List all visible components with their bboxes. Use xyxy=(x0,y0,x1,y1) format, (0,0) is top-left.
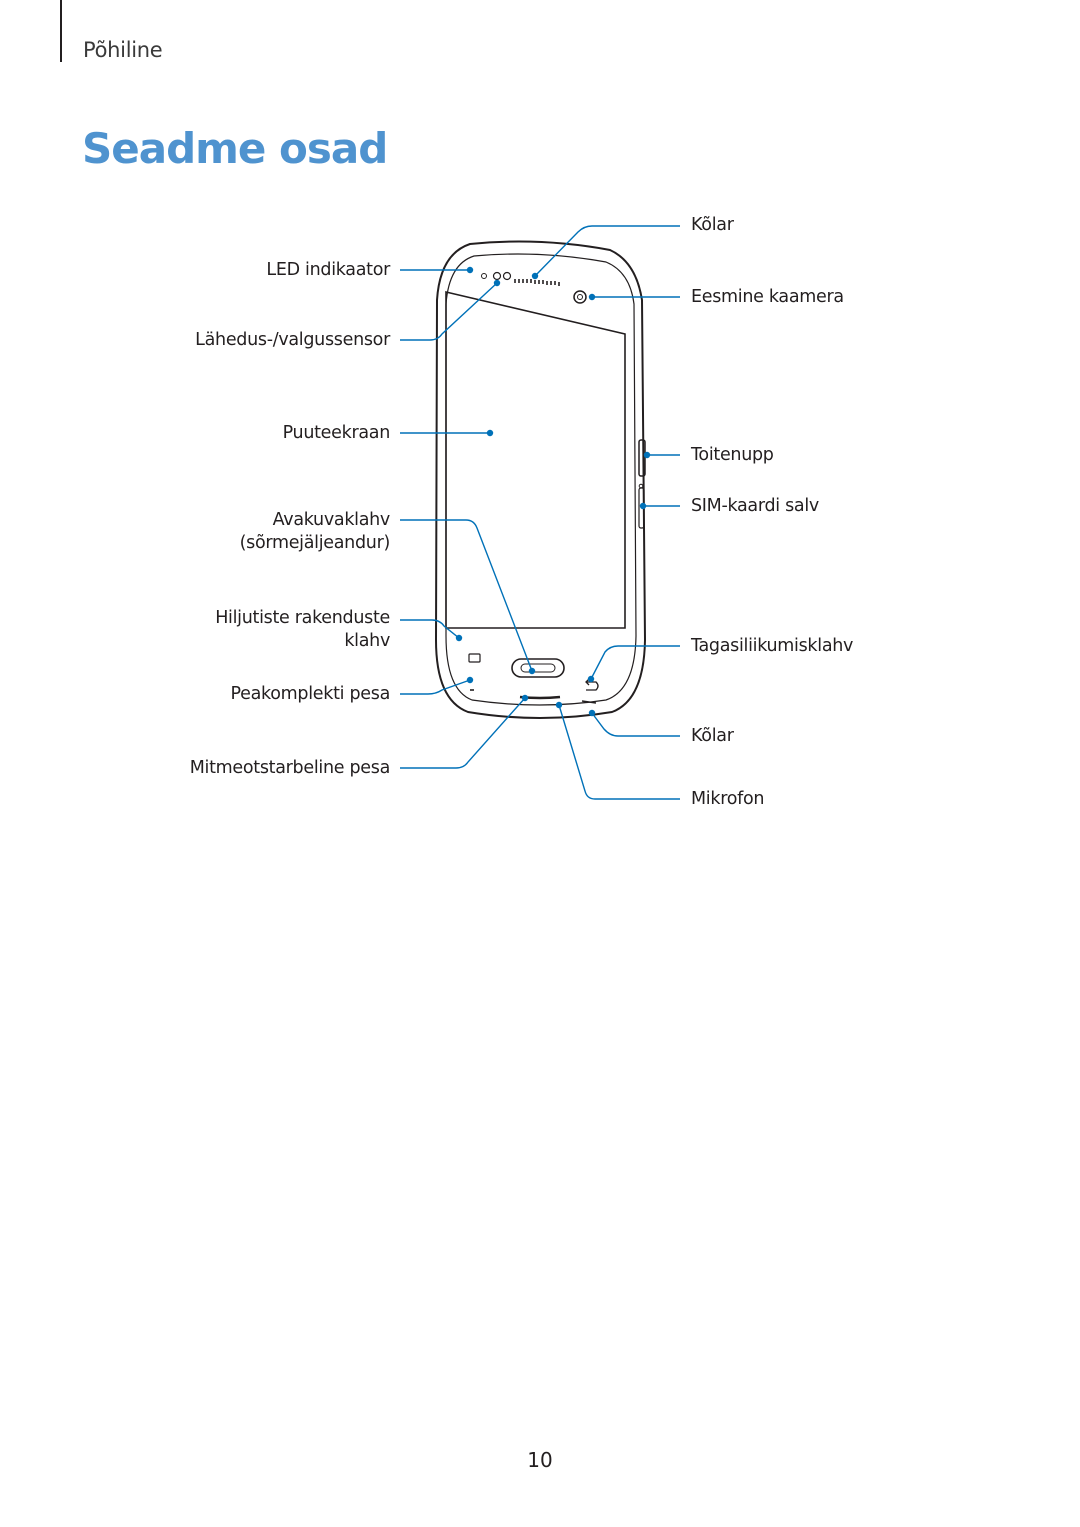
section-header: Põhiline xyxy=(83,38,163,62)
earpiece-grill xyxy=(514,279,560,286)
callout-line-home-key xyxy=(400,519,533,672)
phone-inner-frame xyxy=(445,253,637,706)
label-led-indicator: LED indikaator xyxy=(266,260,390,280)
callout-line-proximity xyxy=(400,282,498,341)
label-touchscreen: Puuteekraan xyxy=(282,423,391,443)
phone-illustration xyxy=(434,240,647,719)
callout-line-multipurpose xyxy=(400,697,526,769)
callout-line-microphone xyxy=(558,704,680,800)
phone-outer-frame xyxy=(434,240,647,719)
callout-line-speaker-top xyxy=(534,225,680,277)
front-camera-shape xyxy=(573,290,587,304)
label-speaker-bottom: Kõlar xyxy=(691,726,734,746)
power-button-shape xyxy=(638,439,646,477)
callout-line-recent-key xyxy=(400,619,460,639)
recent-key-shape xyxy=(468,653,481,663)
led-dot xyxy=(481,273,487,279)
label-front-camera: Eesmine kaamera xyxy=(691,287,844,307)
label-recent-key-sub: klahv xyxy=(344,631,390,651)
label-power-key: Toitenupp xyxy=(691,445,774,465)
callout-line-headset xyxy=(400,679,471,695)
label-recent-key: Hiljutiste rakenduste xyxy=(215,608,390,628)
label-microphone: Mikrofon xyxy=(691,789,765,809)
page-title: Seadme osad xyxy=(82,124,388,173)
callout-line-back-key xyxy=(590,645,680,680)
header-rule xyxy=(60,0,62,62)
callout-lines xyxy=(400,225,680,800)
label-home-key: Avakuvaklahv xyxy=(272,510,391,530)
callout-dots xyxy=(455,266,651,717)
label-home-key-sub: (sõrmejäljeandur) xyxy=(239,533,391,553)
label-multipurpose-jack: Mitmeotstarbeline pesa xyxy=(189,758,391,778)
page-number: 10 xyxy=(527,1448,553,1472)
label-proximity-sensor: Lähedus-/valgussensor xyxy=(195,330,390,350)
label-headset-jack: Peakomplekti pesa xyxy=(230,684,391,704)
home-key-shape xyxy=(511,658,565,678)
callout-line-speaker-bottom xyxy=(591,712,680,737)
phone-display xyxy=(445,290,626,629)
label-back-key: Tagasiliikumisklahv xyxy=(691,636,854,656)
label-sim-tray: SIM-kaardi salv xyxy=(691,496,819,516)
label-speaker-top: Kõlar xyxy=(691,215,734,235)
device-diagram xyxy=(400,225,680,800)
